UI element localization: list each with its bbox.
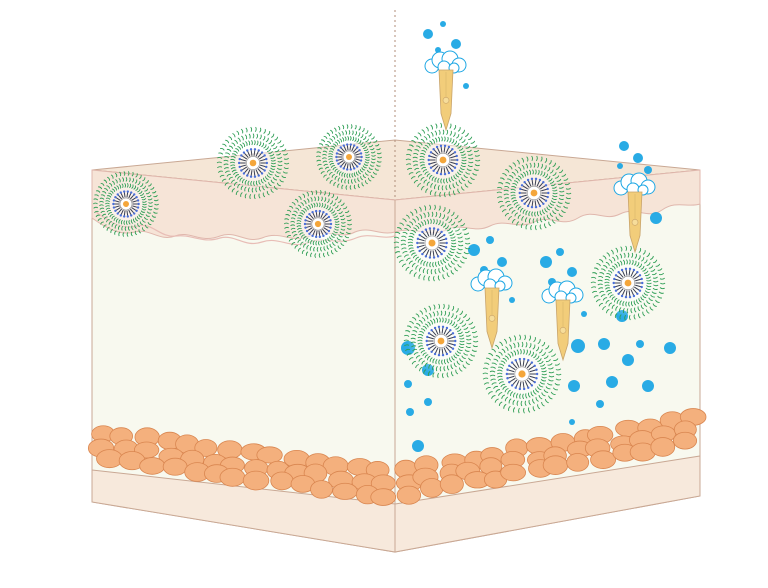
water-droplet-icon <box>606 376 618 388</box>
water-droplet-icon <box>571 339 585 353</box>
water-droplet-icon <box>650 212 662 224</box>
fat-cell-icon <box>500 463 526 482</box>
water-droplet-icon <box>556 248 564 256</box>
nanoparticle-icon <box>316 124 382 190</box>
water-droplet-icon <box>435 47 441 53</box>
water-droplet-icon <box>440 21 446 27</box>
water-droplet-icon <box>596 400 604 408</box>
nanoparticle-icon <box>496 155 572 231</box>
fat-cell-icon <box>256 446 283 464</box>
water-droplet-icon <box>468 244 480 256</box>
water-droplet-icon <box>581 311 587 317</box>
water-droplet-icon <box>622 354 634 366</box>
microneedle-icon <box>424 50 467 132</box>
water-droplet-icon <box>633 153 643 163</box>
water-droplet-icon <box>423 29 433 39</box>
fat-cell-icon <box>270 471 294 491</box>
fat-cell-icon <box>194 439 218 457</box>
fat-cell-icon <box>219 467 246 487</box>
nanoparticle-icon <box>405 122 481 198</box>
nanoparticle-icon <box>393 204 471 282</box>
water-droplet-icon <box>412 440 424 452</box>
water-droplet-icon <box>509 297 515 303</box>
nanoparticle-icon <box>93 171 159 237</box>
fat-cell-icon <box>542 455 569 475</box>
fat-cell-icon <box>96 449 123 469</box>
fat-cell-icon <box>310 480 333 499</box>
nanoparticle-icon <box>283 190 353 258</box>
water-droplet-icon <box>540 256 552 268</box>
water-droplet-icon <box>567 267 577 277</box>
water-droplet-icon <box>451 39 461 49</box>
microneedles <box>424 50 656 362</box>
fat-cell-icon <box>420 478 444 498</box>
fat-cell-icon <box>650 437 676 457</box>
fat-cell-layer <box>87 408 707 506</box>
water-droplet-icon <box>497 257 507 267</box>
water-droplet-icon <box>644 166 652 174</box>
water-droplet-icon <box>463 83 469 89</box>
fat-cell-icon <box>139 457 166 475</box>
fat-cell-icon <box>332 482 358 500</box>
fat-cell-icon <box>396 485 422 505</box>
nanoparticle-icon <box>403 303 479 379</box>
water-droplet-icon <box>424 398 432 406</box>
water-droplet-icon <box>406 408 414 416</box>
water-droplet-icon <box>636 340 644 348</box>
water-droplet-icon <box>598 338 610 350</box>
water-droplet-icon <box>619 141 629 151</box>
fat-cell-icon <box>162 457 188 476</box>
fat-cell-icon <box>370 488 397 506</box>
fat-cell-icon <box>590 450 617 469</box>
water-droplet-icon <box>569 419 575 425</box>
water-droplet-icon <box>664 342 676 354</box>
microneedle-icon <box>541 280 584 362</box>
fat-cell-icon <box>566 453 590 472</box>
water-droplet-icon <box>568 380 580 392</box>
nanoparticle-icon <box>482 334 562 414</box>
nanoparticles <box>93 122 666 414</box>
water-droplet-icon <box>404 380 412 388</box>
fat-cell-icon <box>242 470 270 491</box>
nanoparticle-icon <box>216 126 290 200</box>
microneedle-icon <box>613 172 656 254</box>
water-droplet-icon <box>642 380 654 392</box>
nanoparticle-icon <box>590 245 666 321</box>
water-droplet-icon <box>486 236 494 244</box>
microneedle-icon <box>470 268 513 350</box>
fat-cell-icon <box>439 474 464 494</box>
fat-cell-icon <box>672 431 698 450</box>
water-droplet-icon <box>617 163 623 169</box>
